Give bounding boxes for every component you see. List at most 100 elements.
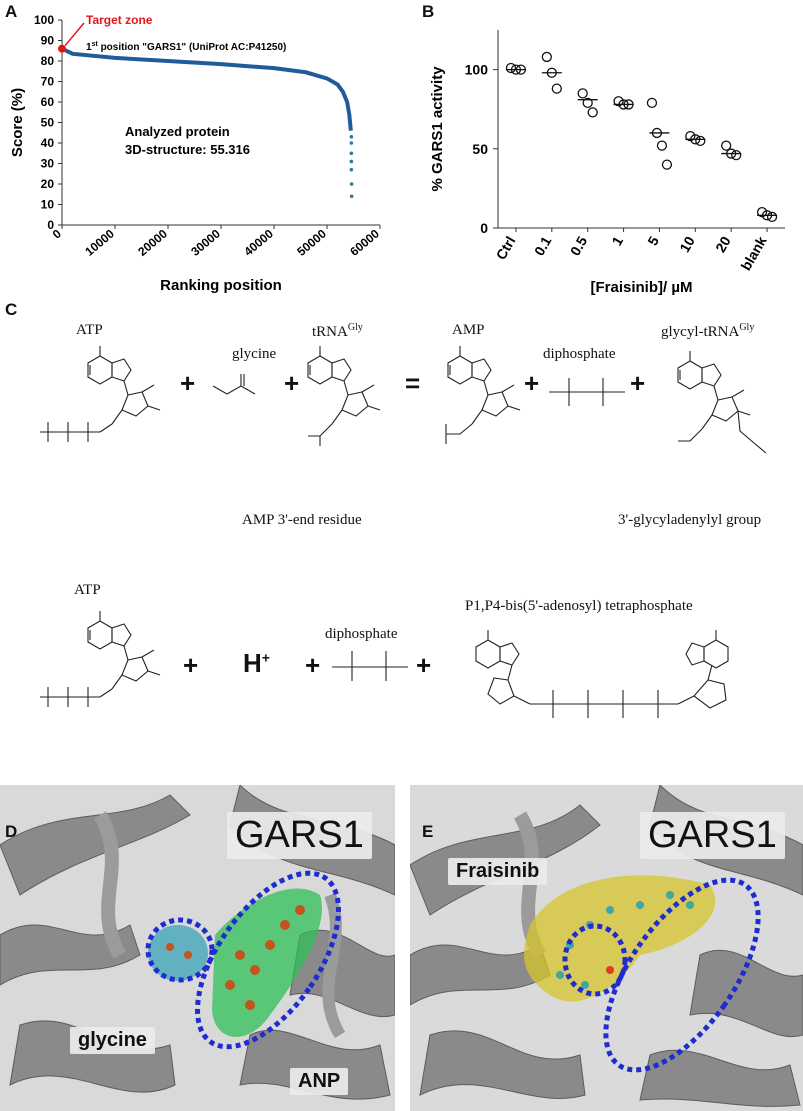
y-tick-label: 80 bbox=[41, 54, 55, 68]
x-axis-title: Ranking position bbox=[160, 277, 282, 294]
y-tick-label: 50 bbox=[472, 141, 488, 157]
panel-label-a: A bbox=[5, 2, 18, 21]
y-tick-label: 0 bbox=[480, 220, 488, 236]
atp-label-2: ATP bbox=[74, 582, 101, 598]
amp-label: AMP bbox=[452, 322, 485, 338]
x-tick-label: 60000 bbox=[347, 226, 382, 258]
panel-label-d: D bbox=[5, 822, 18, 841]
ap4a-structure bbox=[475, 630, 729, 718]
replicate-point bbox=[685, 130, 696, 142]
target-zone-label: Target zone bbox=[86, 13, 153, 27]
x-tick-label: Ctrl bbox=[493, 234, 519, 263]
panel-label-b: B bbox=[422, 2, 435, 21]
diphosphate-structure-2 bbox=[332, 651, 408, 681]
diphosphate-label: diphosphate bbox=[543, 346, 616, 362]
replicate-point bbox=[541, 51, 552, 63]
replicate-point bbox=[577, 88, 588, 99]
glycyl-trna-label: glycyl-tRNAGly bbox=[661, 322, 755, 340]
y-tick-label: 100 bbox=[465, 62, 489, 78]
replicate-point bbox=[731, 149, 742, 161]
tail-point bbox=[349, 194, 354, 199]
replicate-point bbox=[661, 159, 673, 170]
proton-label: H+ bbox=[243, 648, 270, 678]
amp-residue-label: AMP 3'-end residue bbox=[242, 512, 362, 528]
replicate-point bbox=[587, 107, 598, 118]
y-tick-label: 60 bbox=[41, 95, 55, 109]
info-line-2: 3D-structure: 55.316 bbox=[125, 142, 250, 157]
tail-point bbox=[349, 182, 354, 186]
amp-structure bbox=[445, 345, 521, 444]
atp-structure bbox=[40, 345, 161, 442]
x-tick-label: 30000 bbox=[188, 226, 223, 258]
fraisinib-label-e: Fraisinib bbox=[448, 858, 548, 885]
glycyl-trna-structure bbox=[677, 350, 767, 454]
diphosphate-structure bbox=[549, 378, 625, 406]
gars1-title-e: GARS1 bbox=[640, 812, 785, 859]
plus-sign: + bbox=[630, 368, 646, 398]
glycine-label: glycine bbox=[232, 346, 277, 362]
score-curve bbox=[61, 46, 353, 131]
replicate-point bbox=[695, 135, 706, 147]
tail-point bbox=[349, 141, 354, 145]
glycyladenylyl-label: 3'-glycyladenylyl group bbox=[618, 512, 762, 528]
replicate-point bbox=[766, 211, 778, 223]
panel-label-c: C bbox=[5, 300, 18, 319]
replicate-point bbox=[551, 83, 562, 94]
x-tick-label: blank bbox=[738, 233, 770, 273]
position-number: 1 bbox=[86, 42, 92, 53]
tail-point bbox=[349, 159, 354, 164]
position-text: position "GARS1" (UniProt AC:P41250) bbox=[98, 42, 287, 53]
replicate-point bbox=[721, 140, 732, 151]
replicate-point bbox=[582, 97, 593, 109]
panel-e-docking-render bbox=[410, 785, 803, 1111]
y-tick-label: 100 bbox=[34, 13, 54, 27]
replicate-point bbox=[646, 97, 658, 109]
x-tick-label: 20 bbox=[712, 233, 734, 255]
x-tick-label: 0.5 bbox=[567, 233, 591, 258]
equals-sign: = bbox=[405, 368, 421, 398]
position-annotation: 1st position "GARS1" (UniProt AC:P41250) bbox=[86, 41, 286, 53]
plus-sign: + bbox=[180, 368, 196, 398]
x-tick-label: 40000 bbox=[241, 226, 276, 258]
diphosphate-label-2: diphosphate bbox=[325, 626, 398, 642]
plus-sign: + bbox=[524, 368, 540, 398]
plus-sign: + bbox=[305, 650, 321, 680]
x-tick-label: 10 bbox=[676, 233, 698, 255]
info-line-1: Analyzed protein bbox=[125, 124, 230, 139]
x-tick-label: 0.1 bbox=[531, 233, 555, 258]
x-tick-label: 5 bbox=[644, 233, 662, 248]
x-axis-title: [Fraisinib]/ µM bbox=[591, 279, 693, 296]
replicate-point bbox=[756, 207, 768, 218]
plus-sign: + bbox=[416, 650, 432, 680]
tail-point bbox=[349, 151, 354, 156]
y-axis-title: Score (%) bbox=[9, 88, 26, 157]
ap4a-label: P1,P4-bis(5'-adenosyl) tetraphosphate bbox=[465, 598, 693, 614]
atp-structure-2 bbox=[40, 610, 161, 707]
y-tick-label: 90 bbox=[41, 34, 55, 48]
y-tick-label: 40 bbox=[41, 136, 55, 150]
position-suffix: st bbox=[92, 41, 99, 48]
plus-sign: + bbox=[183, 650, 199, 680]
y-tick-label: 50 bbox=[41, 116, 55, 130]
plus-sign: + bbox=[284, 368, 300, 398]
replicate-point bbox=[505, 62, 517, 74]
glycine-structure bbox=[212, 374, 256, 395]
x-tick-label: 1 bbox=[608, 233, 626, 248]
y-tick-label: 0 bbox=[47, 218, 54, 232]
trna-structure bbox=[307, 345, 381, 446]
tail-point bbox=[349, 135, 354, 139]
gars1-title-d: GARS1 bbox=[227, 812, 372, 859]
x-tick-label: 50000 bbox=[294, 226, 329, 258]
y-tick-label: 10 bbox=[41, 198, 55, 212]
x-tick-label: 10000 bbox=[82, 226, 117, 258]
target-point bbox=[58, 44, 66, 53]
tail-point bbox=[349, 167, 354, 172]
y-tick-label: 70 bbox=[41, 75, 55, 89]
target-arrow bbox=[64, 22, 85, 47]
y-axis-title: % GARS1 activity bbox=[429, 66, 446, 192]
anp-label-d: ANP bbox=[290, 1068, 349, 1095]
y-tick-label: 30 bbox=[41, 157, 55, 171]
panel-label-e: E bbox=[422, 822, 434, 841]
